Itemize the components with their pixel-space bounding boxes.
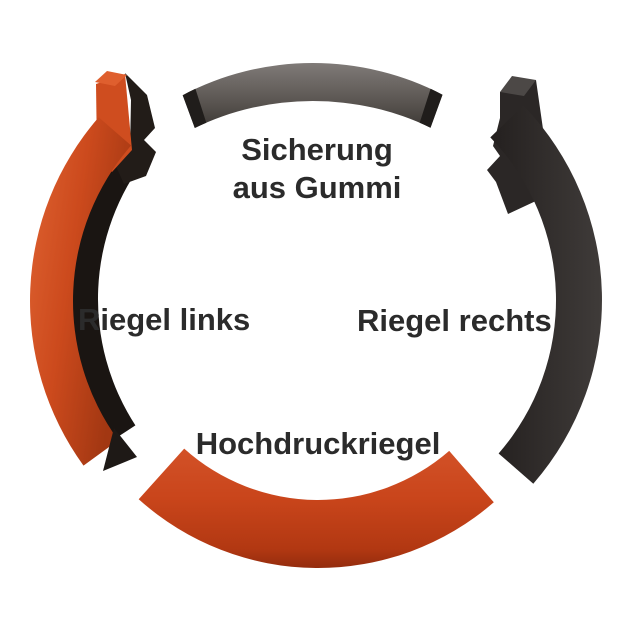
label-riegel-rechts: Riegel rechts — [357, 303, 552, 338]
segment-sicherung-end-cap-left — [182, 88, 207, 128]
segment-riegel-rechts-arc — [490, 105, 602, 484]
label-hochdruckriegel: Hochdruckriegel — [195, 426, 441, 461]
segment-sicherung-end-cap-right — [419, 88, 443, 128]
segment-hochdruckriegel-arc — [138, 448, 494, 569]
segment-riegel-links-tip-shadow — [103, 428, 137, 471]
label-sicherung-aus-gummi: Sicherung aus Gummi — [233, 131, 402, 207]
label-line-2: aus Gummi — [232, 170, 402, 205]
segment-riegel-rechts-hook-top-face — [500, 76, 536, 96]
segment-riegel-links-arc — [30, 117, 132, 466]
label-riegel-links: Riegel links — [78, 302, 251, 337]
label-line-1: Sicherung — [241, 132, 393, 167]
segment-riegel-links-hook-top-face — [95, 71, 127, 86]
segment-sicherung-arc — [182, 63, 443, 129]
